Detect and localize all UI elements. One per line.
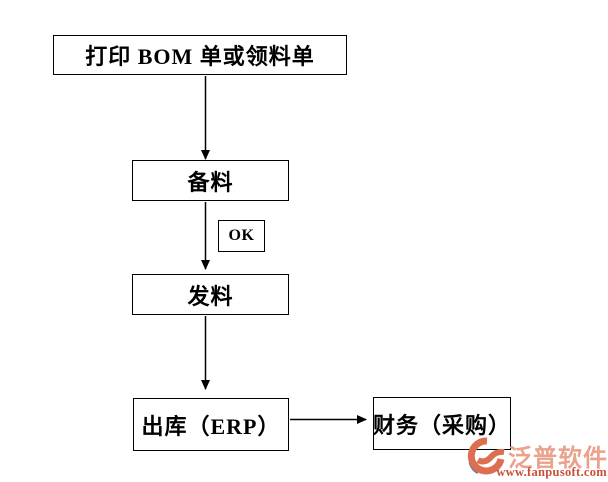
watermark-brand: 泛普软件 <box>508 446 608 472</box>
node-finance-purchase-label: 财务（采购） <box>373 412 512 438</box>
fanpusoft-logo-icon <box>467 437 505 475</box>
logo-arc-swoosh <box>476 448 505 465</box>
node-print-bom-label: 打印 BOM 单或领料单 <box>85 44 315 69</box>
node-issue-material: 发料 <box>132 274 289 315</box>
node-finance-purchase: 财务（采购） <box>373 397 511 450</box>
logo-arc-main <box>467 437 505 475</box>
fanpusoft-watermark: 泛普软件 www.fanpusoft.com <box>462 434 608 482</box>
node-outbound-erp: 出库（ERP） <box>133 398 289 451</box>
watermark-url: www.fanpusoft.com <box>496 465 607 479</box>
node-prepare-material: 备料 <box>132 160 289 201</box>
node-outbound-erp-label: 出库（ERP） <box>141 413 281 439</box>
node-ok-flag-label: OK <box>228 227 255 244</box>
node-print-bom: 打印 BOM 单或领料单 <box>53 35 347 75</box>
node-prepare-material-label: 备料 <box>187 169 234 195</box>
node-ok-flag: OK <box>218 220 265 252</box>
node-issue-material-label: 发料 <box>187 283 234 309</box>
